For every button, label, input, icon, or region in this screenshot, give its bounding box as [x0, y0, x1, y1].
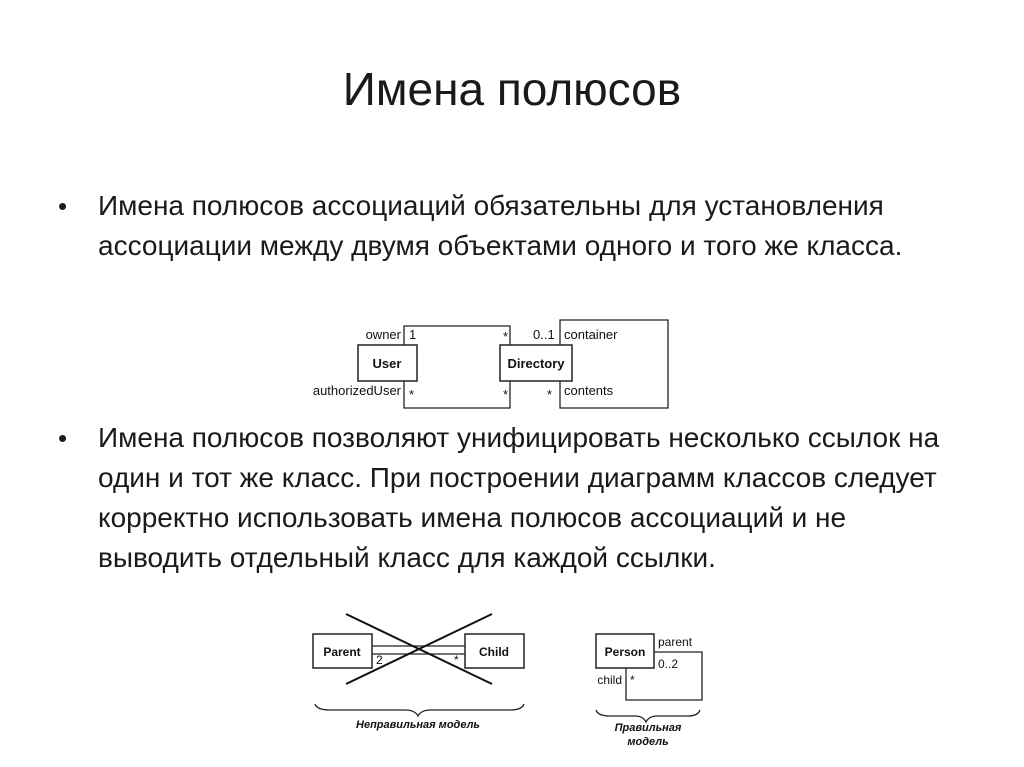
authorized-role-label: authorizedUser	[313, 383, 402, 398]
contents-role-label: contents	[564, 383, 614, 398]
bullet-marker: •	[58, 423, 68, 453]
parent-role-label: parent	[658, 635, 693, 649]
bullet-item: • Имена полюсов ассоциаций обязательны д…	[58, 186, 958, 266]
directory-class-name: Directory	[507, 356, 565, 371]
incorrect-model-caption: Неправильная модель	[356, 719, 480, 731]
authorized-association	[403, 381, 511, 409]
child-multiplicity: *	[630, 673, 635, 687]
multiplicity-star: *	[454, 653, 459, 667]
parent-multiplicity: 0..2	[658, 657, 678, 671]
multiplicity-2: 2	[376, 653, 383, 667]
association-lines	[403, 319, 669, 409]
container-role-label: container	[564, 327, 618, 342]
bullet-text: Имена полюсов ассоциаций обязательны для…	[98, 190, 903, 261]
bullet-item: • Имена полюсов позволяют унифицировать …	[58, 418, 958, 578]
child-role-label: child	[597, 673, 622, 687]
caption-brace	[314, 703, 525, 718]
directory-class-box: Directory	[499, 344, 573, 382]
cross-out-line	[345, 613, 493, 685]
person-class-box	[595, 633, 655, 669]
correct-model-diagram: Person parent 0..2 child * Правильная мо…	[595, 633, 703, 748]
container-association	[559, 319, 669, 409]
child-class-name: Child	[479, 645, 509, 659]
parent-class-box	[312, 633, 373, 669]
correct-model-caption-line2: модель	[627, 736, 668, 748]
correct-model-caption-line1: Правильная	[615, 722, 682, 734]
parent-class-name: Parent	[323, 645, 360, 659]
slide-title: Имена полюсов	[342, 63, 682, 115]
user-class-name: User	[373, 356, 402, 371]
user-class-box: User	[357, 344, 418, 382]
child-class-box	[464, 633, 525, 669]
owner-association	[403, 325, 511, 345]
authorized-multiplicity: *	[409, 387, 414, 402]
incorrect-model-diagram: Parent Child 2 * Неправильная модель	[312, 613, 525, 731]
bullet-text: Имена полюсов позволяют унифицировать не…	[98, 422, 940, 573]
caption-brace	[595, 709, 701, 724]
directory-multiplicity-top: *	[503, 329, 508, 344]
owner-role-label: owner	[366, 327, 402, 342]
bullet-marker: •	[58, 191, 68, 221]
contents-multiplicity: *	[547, 387, 552, 402]
self-association	[625, 651, 703, 701]
directory-multiplicity-bottom: *	[503, 387, 508, 402]
person-class-name: Person	[605, 645, 646, 659]
owner-multiplicity: 1	[409, 327, 416, 342]
container-multiplicity: 0..1	[533, 327, 555, 342]
